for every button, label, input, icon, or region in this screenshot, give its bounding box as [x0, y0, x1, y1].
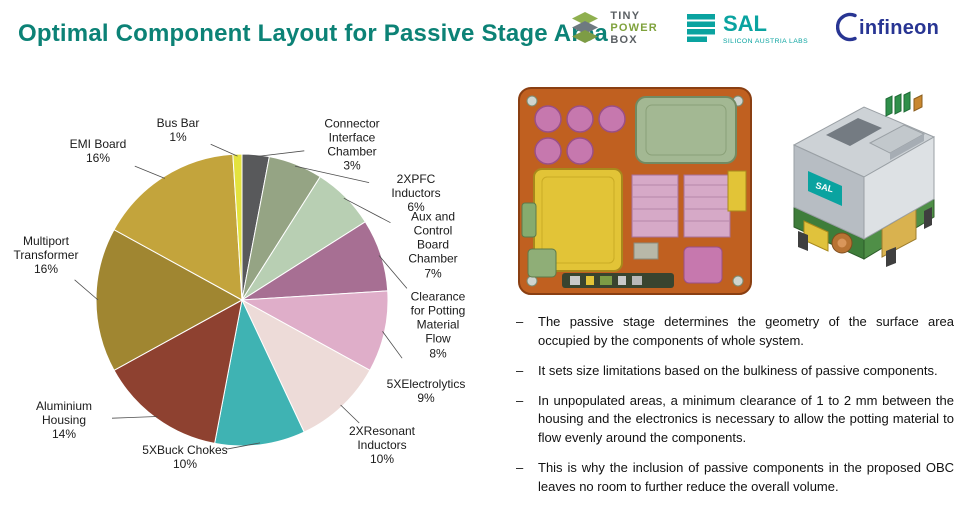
sal-name: SAL — [722, 11, 767, 36]
pie-leader-line — [134, 165, 165, 179]
pie-slice-emi-board — [113, 153, 243, 301]
pie-slice-5xelectrolytics — [240, 290, 389, 372]
pie-leader-line — [210, 143, 238, 157]
logo-strip: TINY POWER BOX SAL SILICON AUSTRIA LABS … — [566, 10, 948, 48]
right-panel: SAL –The passive stage determines the ge… — [516, 85, 954, 508]
pie-leader-line — [255, 150, 305, 157]
pie-leader-line — [340, 404, 360, 424]
sal-logo: SAL SILICON AUSTRIA LABS — [686, 13, 808, 45]
bullet-item: –The passive stage determines the geomet… — [516, 313, 954, 351]
bullet-text: In unpopulated areas, a minimum clearanc… — [538, 392, 954, 446]
bullet-dash: – — [516, 362, 524, 378]
pie-slice-aluminium-housing — [113, 299, 243, 444]
figures-row: SAL — [516, 85, 954, 297]
obc-sticker-text: SAL — [815, 180, 835, 194]
tpb-line-box: BOX — [610, 33, 638, 46]
pcb-inductor-blocks — [631, 174, 731, 238]
pie-slice-5xbuck-chokes — [214, 298, 305, 447]
pcb-side-component — [727, 170, 747, 212]
bullet-text: The passive stage determines the geometr… — [538, 314, 954, 348]
pie-leader-line — [378, 255, 408, 289]
infineon-logo: infineon — [835, 12, 948, 47]
bullet-item: –This is why the inclusion of passive co… — [516, 459, 954, 497]
pie-leader-line — [343, 197, 391, 224]
bullet-list: –The passive stage determines the geomet… — [516, 313, 954, 497]
bullet-dash: – — [516, 392, 524, 408]
pie-svg — [74, 143, 408, 450]
tpb-line-tiny: TINY — [610, 10, 641, 23]
pie-leader-line — [111, 416, 158, 419]
pcb-electrolytic-caps — [534, 105, 626, 165]
pie-slice-multiport-transformer — [95, 228, 244, 372]
pcb-control-module — [635, 96, 737, 164]
infineon-swoosh-icon: infineon — [835, 12, 939, 41]
obc-top-fins — [885, 91, 923, 117]
pie-leader-line — [294, 165, 370, 183]
pcb-edge-tabs — [521, 202, 659, 278]
bullet-text: It sets size limitations based on the bu… — [538, 362, 938, 378]
bullet-dash: – — [516, 460, 524, 476]
sal-wordmark: SAL SILICON AUSTRIA LABS — [722, 11, 808, 46]
sal-subtitle: SILICON AUSTRIA LABS — [722, 38, 808, 45]
tinypowerbox-logo: TINY POWER BOX — [566, 10, 658, 48]
tpb-line-power: POWER — [610, 22, 658, 35]
obc-sal-sticker: SAL — [808, 171, 842, 206]
pcb-bottom-cap — [683, 246, 723, 284]
pie-leader-line — [74, 279, 99, 301]
pcb-connector-strip — [562, 273, 674, 288]
pcb-layout-image — [518, 87, 752, 295]
tinypowerbox-wordmark: TINY POWER BOX — [610, 10, 658, 47]
infineon-wordmark: infineon — [859, 17, 939, 39]
bullet-item: –It sets size limitations based on the b… — [516, 362, 954, 381]
bullet-item: –In unpopulated areas, a minimum clearan… — [516, 392, 954, 449]
obc-feet — [798, 207, 932, 267]
pie-leader-line — [226, 442, 261, 450]
bullet-dash: – — [516, 314, 524, 329]
pie-leader-line — [382, 331, 403, 359]
pcb-transformer-block — [533, 168, 623, 272]
bullet-text: This is why the inclusion of passive com… — [538, 460, 954, 494]
sal-stripes-icon — [686, 14, 715, 42]
obc-3d-render-image: SAL — [792, 91, 936, 267]
page-title: Optimal Component Layout for Passive Sta… — [18, 20, 608, 47]
tinypowerbox-stack-icon — [572, 12, 599, 43]
